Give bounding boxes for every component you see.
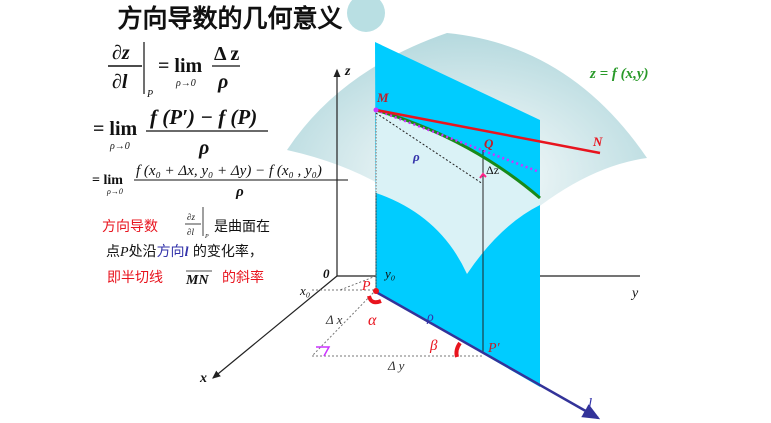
- y0-label: y₀: [383, 266, 395, 281]
- rho-chord: [375, 112, 484, 185]
- x0-label: x₀: [299, 283, 310, 298]
- explanation-line2-c: 的变化率，: [188, 243, 262, 260]
- tangent-line-mn: [375, 108, 601, 155]
- surface-label: z = f (x,y): [589, 66, 649, 82]
- point-m: [373, 107, 379, 113]
- delta-x-label: Δ x: [325, 312, 343, 327]
- label-p: P: [361, 279, 371, 294]
- explanation-red-1: 方向导数: [102, 219, 158, 235]
- svg-text:点P处沿方向l 的变化率，: 点P处沿方向l 的变化率，: [106, 243, 263, 260]
- label-q: Q: [484, 136, 494, 151]
- formula-1: ∂z ∂l P = lim ρ→0 Δ z ρ: [108, 42, 240, 100]
- beta-arc: [454, 341, 462, 358]
- right-angle-mark: [316, 346, 331, 357]
- slide-title: 方向导数的几何意义: [117, 4, 342, 33]
- alpha-label: α: [368, 312, 377, 329]
- z-axis-label: z: [344, 64, 351, 79]
- f1-numerator: Δ z: [214, 43, 239, 65]
- formula-2: = lim ρ→0 f (P′) − f (P) ρ: [93, 105, 268, 159]
- decorative-circle: [347, 0, 385, 32]
- f3-denominator: ρ: [235, 184, 244, 200]
- rho-upper-label: ρ: [412, 149, 420, 164]
- f1-denominator: ρ: [217, 71, 228, 93]
- delta-z-label: Δz: [486, 163, 499, 177]
- explanation-mn: MN: [185, 273, 209, 288]
- f2-lim: = lim: [93, 118, 138, 140]
- f2-lim-sub: ρ→0: [109, 141, 130, 152]
- direction-l-line: [375, 290, 601, 420]
- surface-front: [376, 110, 540, 274]
- f3-lim-sub: ρ→0: [106, 187, 123, 196]
- explanation-frac-den: ∂l: [187, 227, 194, 237]
- f3-lim: = lim: [92, 173, 123, 188]
- explanation-frac-num: ∂z: [187, 212, 195, 222]
- f1-subscript: P: [146, 89, 153, 100]
- explanation-red-3b: 的斜率: [222, 269, 264, 286]
- f2-numerator: f (P′) − f (P): [150, 105, 257, 129]
- f1-lim-sub: ρ→0: [175, 78, 196, 89]
- alpha-arc: [367, 295, 382, 305]
- y-axis-label: y: [630, 286, 639, 301]
- explanation-line1-rest: 是曲面在: [214, 219, 270, 235]
- explanation-line2-p: P: [119, 245, 129, 260]
- explanation-line2-blue: 方向: [157, 244, 185, 260]
- explanation-line2-b: 处沿: [129, 244, 157, 260]
- label-m: M: [376, 90, 389, 105]
- f3-numerator: f (x₀ + Δx, y₀ + Δy) − f (x₀ , y₀): [136, 163, 322, 179]
- y0-guide: [339, 275, 377, 291]
- delta-y-label: Δ y: [387, 358, 405, 373]
- section-curve: [375, 108, 541, 200]
- explanation-frac-sub: P: [204, 234, 209, 240]
- rho-lower-label: ρ: [426, 310, 434, 325]
- x-axis: [212, 275, 338, 379]
- x-axis-label: x: [199, 371, 207, 386]
- f1-lim: = lim: [158, 55, 203, 77]
- label-p-prime: P′: [487, 341, 501, 356]
- explanation-line2-l: l: [185, 245, 189, 260]
- label-n: N: [592, 134, 603, 149]
- explanation-text: 方向导数 ∂z ∂l P 是曲面在 点P处沿方向l 的变化率， 即半切线 MN …: [102, 207, 270, 288]
- f2-denominator: ρ: [198, 137, 209, 159]
- delta-x-line: [311, 289, 377, 357]
- formula-3: = lim ρ→0 f (x₀ + Δx, y₀ + Δy) − f (x₀ ,…: [92, 163, 348, 200]
- beta-label: β: [429, 338, 438, 354]
- f1-lhs-numerator: ∂z: [112, 42, 130, 64]
- explanation-red-3a: 即半切线: [107, 270, 163, 286]
- explanation-line2-a: 点: [106, 244, 120, 260]
- point-p: [373, 288, 379, 294]
- origin-label: 0: [323, 266, 330, 281]
- secant-line: [375, 108, 538, 173]
- delta-z-marker: [479, 172, 487, 179]
- f1-lhs-denominator: ∂l: [112, 71, 128, 93]
- direction-l-label: l: [588, 396, 592, 412]
